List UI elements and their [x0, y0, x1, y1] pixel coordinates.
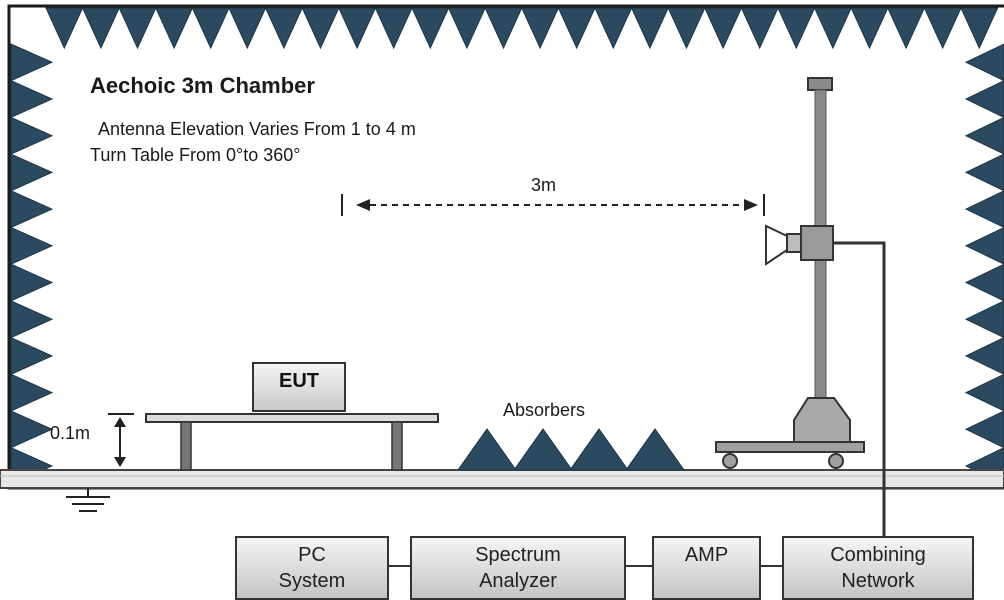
rf-cable — [833, 241, 886, 536]
ceiling-absorber — [118, 7, 157, 50]
horn-antenna-icon — [765, 224, 834, 266]
pc-system-box: PC System — [235, 536, 389, 600]
ceiling-absorber — [704, 7, 743, 50]
wall-absorber — [10, 336, 54, 376]
wall-absorber — [964, 226, 1004, 265]
box-label-line2: Analyzer — [479, 570, 557, 592]
wall-absorber — [964, 43, 1004, 82]
ceiling-absorbers — [45, 7, 999, 50]
ceiling-absorber — [81, 7, 120, 50]
wall-absorber — [10, 410, 54, 449]
amp-box: AMP — [652, 536, 761, 600]
ceiling-absorber — [191, 7, 230, 50]
wall-absorber — [10, 116, 54, 155]
wall-absorber — [10, 373, 54, 412]
ceiling-absorber — [338, 7, 377, 50]
wall-absorber — [964, 263, 1004, 302]
wall-absorber — [10, 79, 54, 119]
ceiling-absorber — [447, 7, 486, 50]
wall-absorber — [10, 190, 54, 229]
wall-absorber — [964, 300, 1004, 339]
wall-absorber — [10, 263, 54, 302]
ceiling-absorber — [155, 7, 194, 50]
distance-label: 3m — [531, 175, 557, 195]
wall-absorber — [964, 373, 1004, 412]
ceiling-absorber — [923, 7, 962, 50]
turntable-note: Turn Table From 0°to 360° — [90, 145, 301, 165]
wall-absorber — [10, 153, 54, 192]
box-label-line1: PC — [298, 544, 326, 566]
wall-absorber — [964, 116, 1004, 155]
box-label-line1: Combining — [830, 544, 926, 566]
ground-plane — [0, 469, 1004, 489]
wall-absorber — [964, 80, 1004, 118]
spectrum-analyzer-box: Spectrum Analyzer — [410, 536, 626, 600]
ceiling-absorber — [777, 7, 816, 50]
right-wall-absorbers — [964, 43, 1004, 485]
absorbers-label: Absorbers — [503, 400, 586, 420]
wall-absorber — [964, 153, 1004, 192]
wall-absorber — [10, 226, 54, 265]
box-label-line2: System — [278, 570, 346, 592]
box-label-line1: AMP — [684, 544, 729, 566]
ceiling-absorber — [301, 7, 340, 50]
wall-absorber — [10, 43, 54, 82]
ceiling-absorber — [594, 7, 633, 50]
ceiling-absorber — [813, 7, 852, 50]
ground-symbol-icon — [66, 488, 110, 512]
ceiling-absorber — [521, 7, 560, 50]
box-label-line2: Network — [841, 570, 915, 592]
wall-absorber — [964, 337, 1004, 375]
distance-arrow — [341, 194, 765, 216]
wall-absorber — [10, 300, 54, 339]
ceiling-absorber — [960, 7, 999, 50]
ceiling-absorber — [850, 7, 889, 50]
table-height-label: 0.1m — [50, 423, 91, 443]
wall-absorber — [964, 190, 1004, 229]
box-label-line1: Spectrum — [475, 544, 561, 566]
combining-network-box: Combining Network — [782, 536, 974, 600]
height-indicator — [108, 413, 134, 467]
ceiling-absorber — [667, 7, 706, 50]
ceiling-absorber — [557, 7, 596, 50]
ceiling-absorber — [228, 7, 267, 50]
ceiling-absorber — [484, 7, 523, 50]
eut-box: EUT — [252, 362, 346, 412]
ceiling-absorber — [374, 7, 413, 50]
chamber-title: Aechoic 3m Chamber — [90, 73, 315, 98]
ceiling-absorber — [630, 7, 669, 50]
ceiling-absorber — [740, 7, 779, 50]
ceiling-absorber — [887, 7, 926, 50]
antenna-mast — [715, 77, 865, 469]
elevation-note: Antenna Elevation Varies From 1 to 4 m — [98, 119, 416, 139]
turn-table — [145, 413, 439, 471]
wall-absorber — [964, 410, 1004, 449]
ceiling-absorber — [411, 7, 450, 50]
left-wall-absorbers — [10, 43, 54, 486]
floor-absorbers — [457, 428, 685, 471]
ceiling-absorber — [264, 7, 303, 50]
ceiling-absorber — [45, 7, 84, 50]
